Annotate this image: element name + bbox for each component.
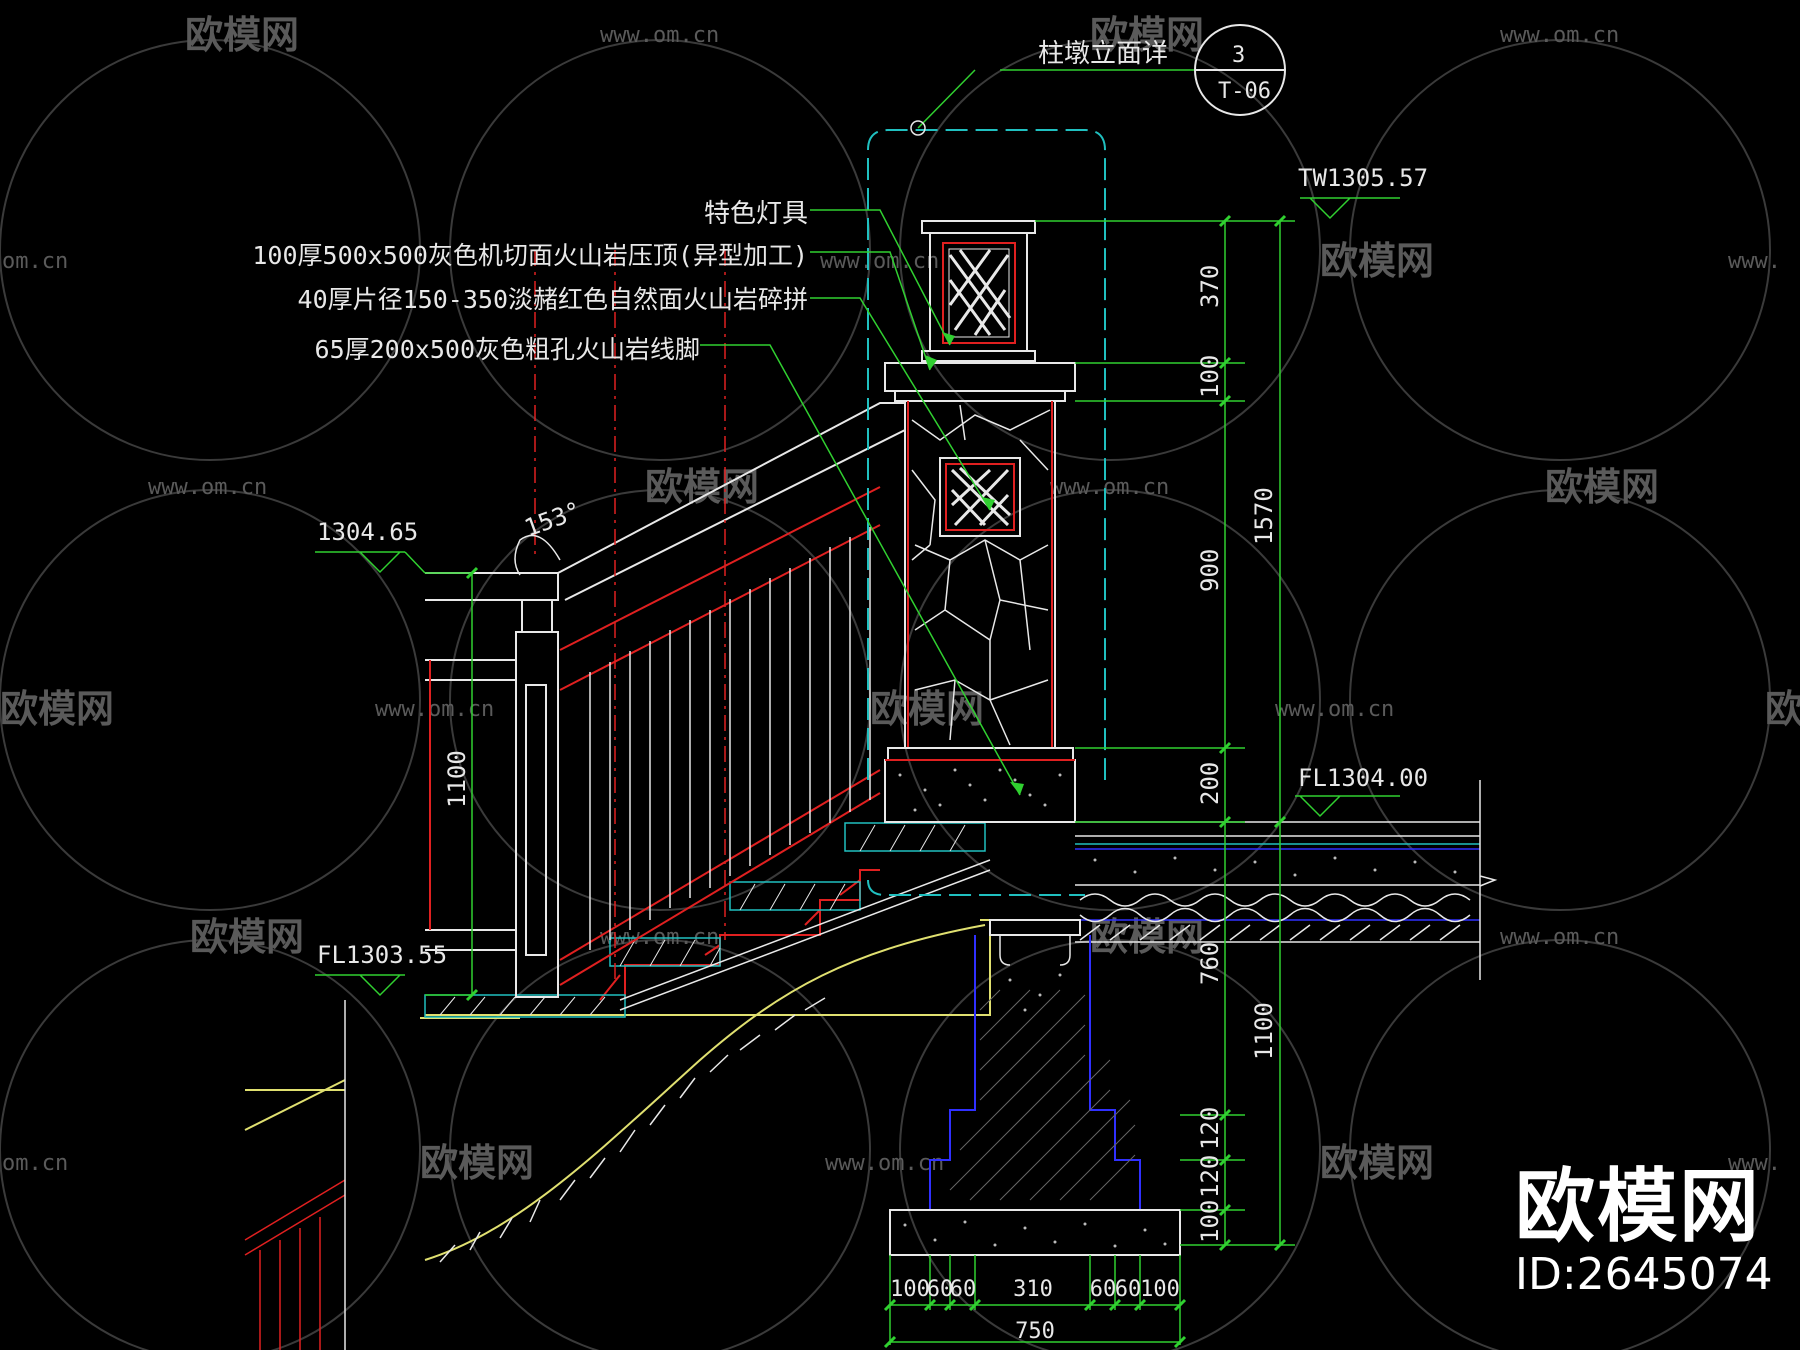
wm-url: www.om.cn	[1500, 925, 1619, 950]
brand-id: ID:2645074	[1515, 1249, 1773, 1300]
level-floor-lower: FL1303.55	[317, 941, 447, 969]
footing-dots	[903, 973, 1167, 1248]
railing-left-lower	[244, 1000, 346, 1350]
plinth-dots	[898, 768, 1062, 812]
foundation-hatch	[949, 989, 1136, 1201]
section-ref-sheet: T-06	[1218, 79, 1271, 104]
dimension-ticks	[465, 214, 1287, 1349]
dim-370: 370	[1196, 265, 1224, 308]
dim-760: 760	[1196, 942, 1224, 985]
centre-lines-red	[534, 250, 726, 980]
paving	[1075, 780, 1498, 980]
dim-1570: 1570	[1250, 487, 1278, 545]
ground-slope	[244, 919, 991, 1261]
section-bubble	[1194, 24, 1286, 116]
section-ref-number: 3	[1232, 43, 1245, 68]
brand-block: 欧模网 ID:2645074	[1515, 1165, 1773, 1301]
drawing-title: 柱墩立面详	[1038, 39, 1168, 69]
leader-lines	[514, 69, 1195, 796]
wm-url: www.	[1728, 249, 1781, 274]
stair-slab	[619, 859, 991, 1011]
pier-outline-cyan	[867, 129, 1106, 896]
dim-120-lower: 120	[1196, 1155, 1224, 1198]
dim-120-upper: 120	[1196, 1107, 1224, 1150]
dim-h-60-c: 60	[1090, 1277, 1117, 1302]
wm-url: www.om.cn	[600, 23, 719, 48]
pier-cap	[884, 362, 1076, 402]
dim-200: 200	[1196, 762, 1224, 805]
dim-100-cap: 100	[1196, 355, 1224, 398]
railing-balusters	[589, 527, 871, 950]
wm-url: www.	[1728, 1151, 1781, 1176]
level-markers	[315, 197, 1400, 997]
wm-url: www.om.cn	[1275, 697, 1394, 722]
dim-100-footing: 100	[1196, 1200, 1224, 1243]
lamp-fixture	[921, 220, 1036, 362]
dim-h-750: 750	[1015, 1319, 1055, 1344]
paving-dots	[1093, 856, 1457, 877]
note-lamp: 特色灯具	[704, 199, 808, 229]
level-top: TW1305.57	[1298, 164, 1428, 192]
wm-url: om.cn	[2, 249, 68, 274]
dim-h-310: 310	[1013, 1277, 1053, 1302]
railing	[425, 402, 906, 998]
dim-h-100-left: 100	[890, 1277, 930, 1302]
dim-h-60-d: 60	[1115, 1277, 1142, 1302]
stair-hatch	[439, 824, 966, 1016]
leader-arrows	[925, 332, 1024, 795]
note-cap: 100厚500x500灰色机切面火山岩压顶(异型加工)	[252, 241, 808, 270]
dim-900: 900	[1196, 549, 1224, 592]
dim-h-60-b: 60	[950, 1277, 977, 1302]
note-plinth: 65厚200x500灰色粗孔火山岩线脚	[315, 335, 700, 364]
pier-plinth	[884, 747, 1076, 823]
wm-url: www.om.cn	[1050, 475, 1169, 500]
stair-treads	[424, 822, 986, 1018]
level-floor-upper: FL1304.00	[1298, 764, 1428, 792]
wm-url: om.cn	[2, 1151, 68, 1176]
wm-logo: 欧模网	[185, 13, 299, 57]
dim-h-60-a: 60	[927, 1277, 954, 1302]
wm-logo: 欧模网	[1765, 687, 1800, 731]
dim-rail-height: 1100	[443, 750, 471, 808]
wm-logo: 欧模网	[420, 1141, 534, 1185]
brand-name: 欧模网	[1515, 1160, 1761, 1253]
watermark-text: 欧模网 www.om.cn 欧模网 www.om.cn om.cn www.om…	[0, 13, 1800, 1185]
wm-url: www.om.cn	[148, 475, 267, 500]
wm-url: www.om.cn	[1500, 23, 1619, 48]
wm-url: www.om.cn	[825, 1151, 944, 1176]
foundation	[889, 919, 1181, 1256]
wm-logo: 欧模网	[870, 687, 984, 731]
dimension-lines	[425, 220, 1295, 1345]
angle-label: 153°	[521, 496, 585, 542]
wm-url: www.om.cn	[820, 249, 939, 274]
wm-logo: 欧模网	[0, 687, 114, 731]
dim-h-100-right: 100	[1140, 1277, 1180, 1302]
wm-logo: 欧模网	[1320, 239, 1434, 283]
wm-logo: 欧模网	[645, 465, 759, 509]
level-rail-top: 1304.65	[317, 518, 418, 546]
wm-logo: 欧模网	[1320, 1141, 1434, 1185]
wm-logo: 欧模网	[1090, 915, 1204, 959]
wm-logo: 欧模网	[1545, 465, 1659, 509]
wm-logo: 欧模网	[190, 915, 304, 959]
wm-logo: 欧模网	[1090, 13, 1204, 57]
note-cladding: 40厚片径150-350淡赭红色自然面火山岩碎拼	[298, 285, 808, 314]
ground-hatch	[439, 997, 826, 1263]
wm-url: www.om.cn	[375, 697, 494, 722]
dim-1100-foundation: 1100	[1250, 1002, 1278, 1060]
